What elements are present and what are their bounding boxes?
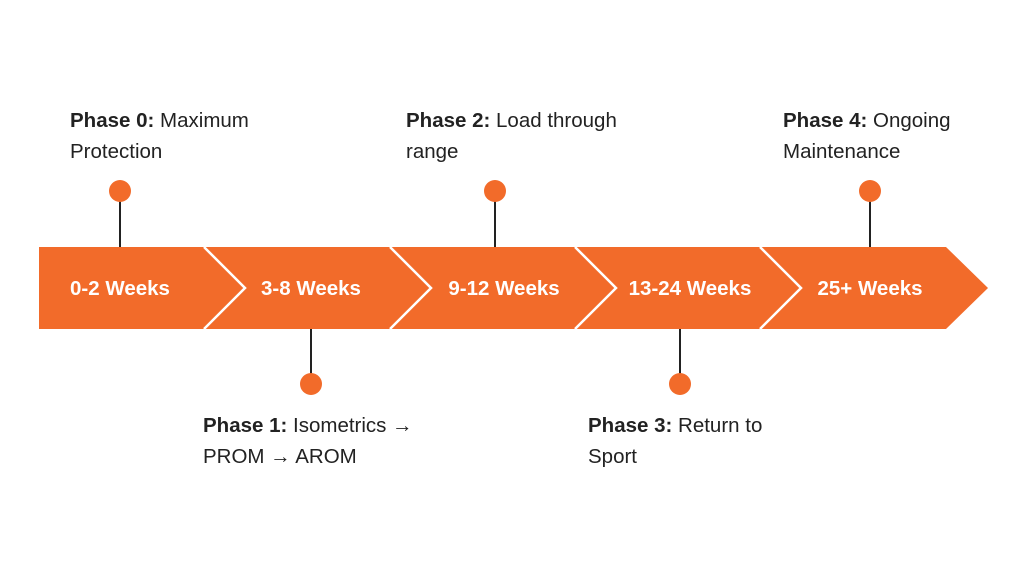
phase-description: Ongoing Maintenance <box>783 109 951 163</box>
phase-title: Phase 1: <box>203 414 288 437</box>
phase-description: Load through range <box>406 109 617 163</box>
chevron-separator <box>574 246 618 330</box>
connector-dot <box>669 373 691 395</box>
connector-dot <box>859 180 881 202</box>
phase-description: Maximum Protection <box>70 109 249 163</box>
phase-title: Phase 2: <box>406 109 491 132</box>
phase-description: Isometrics → PROM → AROM <box>203 414 413 468</box>
connector-dot <box>300 373 322 395</box>
phase-title: Phase 3: <box>588 414 673 437</box>
timeline-arrow <box>39 247 988 329</box>
phase-title: Phase 0: <box>70 109 155 132</box>
phase-description: Return to Sport <box>588 414 763 468</box>
chevron-separator <box>203 246 247 330</box>
segment-label: 9-12 Weeks <box>448 277 559 300</box>
chevron-separator <box>389 246 433 330</box>
phase-2-label: Phase 2: Load through range <box>406 105 646 167</box>
segment-label: 25+ Weeks <box>817 277 922 300</box>
phase-0-label: Phase 0: Maximum Protection <box>70 105 300 167</box>
segment-label: 0-2 Weeks <box>70 277 170 300</box>
connector-dot <box>484 180 506 202</box>
segment-label: 3-8 Weeks <box>261 277 361 300</box>
phase-1-label: Phase 1: Isometrics → PROM → AROM <box>203 410 443 472</box>
phase-4-label: Phase 4: Ongoing Maintenance <box>783 105 983 167</box>
segment-label: 13-24 Weeks <box>629 277 752 300</box>
connector-dot <box>109 180 131 202</box>
phase-title: Phase 4: <box>783 109 868 132</box>
phase-3-label: Phase 3: Return to Sport <box>588 410 788 472</box>
chevron-separator <box>759 246 803 330</box>
